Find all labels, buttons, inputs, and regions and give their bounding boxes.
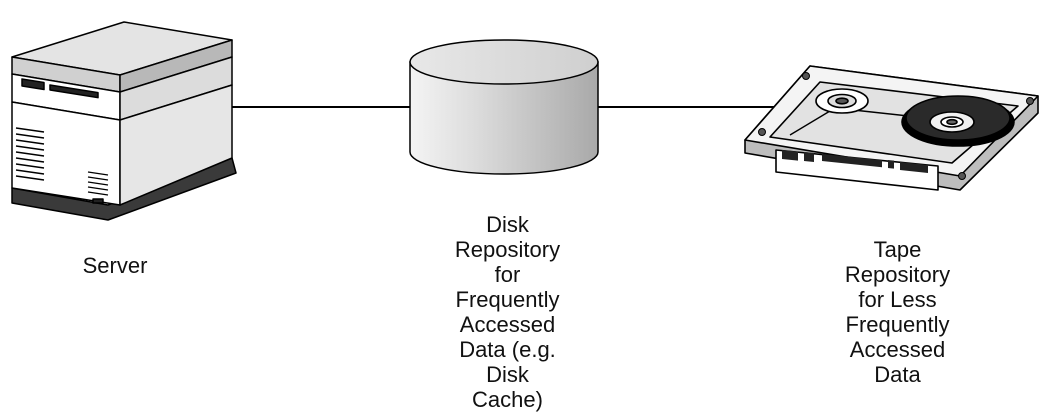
tape-cassette-icon bbox=[744, 65, 1039, 191]
disk-repository-label: Disk Repository for Frequently Accessed … bbox=[454, 212, 561, 412]
tape-repository-label: Tape Repository for Less Frequently Acce… bbox=[844, 237, 951, 387]
server-tower-icon bbox=[11, 21, 237, 221]
disk-cylinder-icon bbox=[409, 39, 599, 175]
server-label: Server bbox=[82, 253, 148, 278]
